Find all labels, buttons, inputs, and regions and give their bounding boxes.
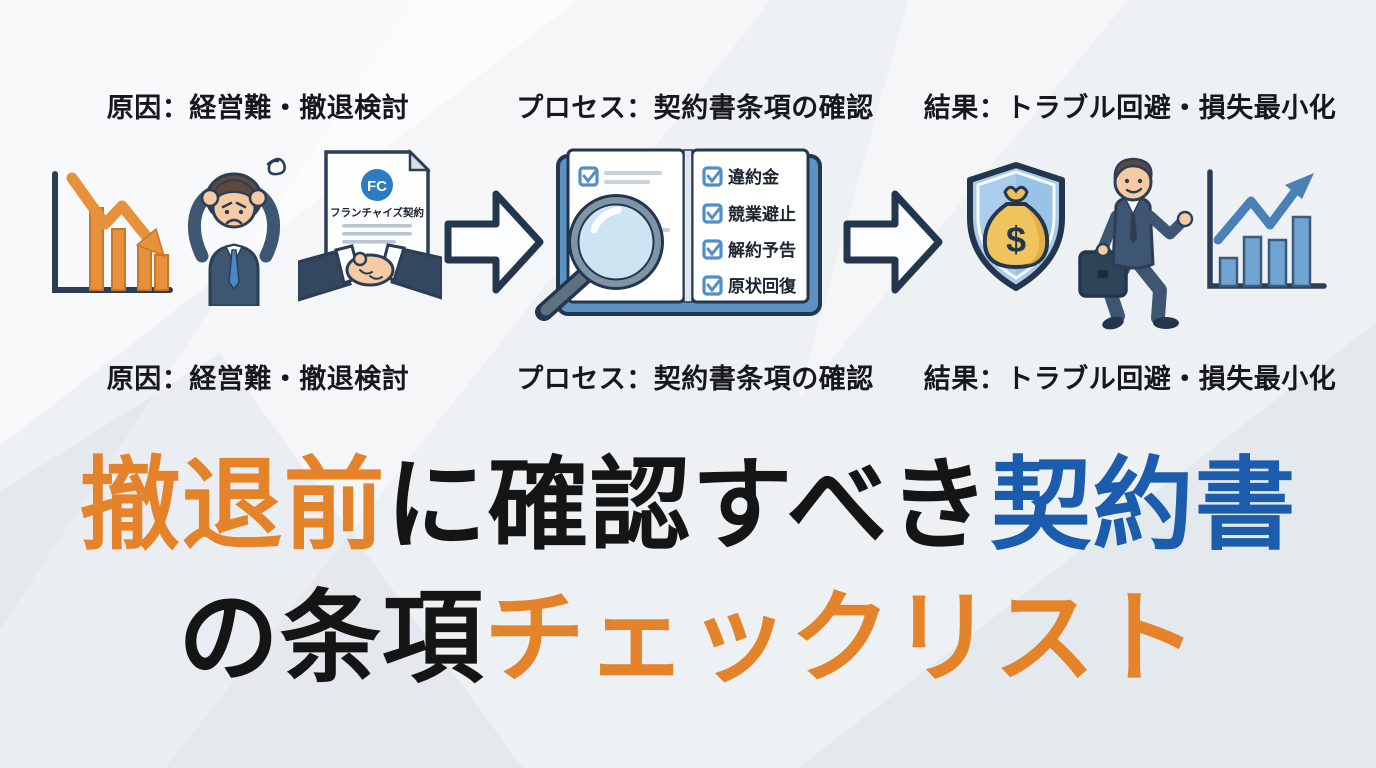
title-segment-black: に確認すべき — [385, 450, 991, 562]
checklist: 違約金 競業避止 解約予告 原状回復 — [702, 166, 797, 296]
stressed-businessman-icon — [187, 157, 286, 306]
contract-checklist-book-icon: 違約金 競業避止 解約予告 原状回復 — [535, 148, 822, 321]
declining-chart-icon — [52, 171, 173, 293]
stress-scribble-icon — [266, 157, 286, 176]
title-line-2: の条項チェックリスト — [0, 573, 1376, 706]
title-segment-orange: チェックリスト — [484, 583, 1199, 695]
stage-label-cause-top: 原因：経営難・撤退検討 — [106, 93, 410, 123]
contract-handshake-icon: FC フランチャイズ契約 — [298, 148, 442, 302]
contract-title: フランチャイズ契約 — [330, 206, 424, 219]
title-segment-black: の条項 — [177, 583, 484, 695]
dollar-sign: $ — [1006, 219, 1026, 260]
magnifier-icon — [535, 194, 664, 321]
checklist-item-label: 競業避止 — [728, 204, 796, 224]
flow-arrow-icon — [843, 190, 943, 294]
stage-label-process-top: プロセス：契約書条項の確認 — [516, 93, 874, 123]
title-segment-blue: 契約書 — [990, 450, 1297, 562]
walking-businessman-icon — [1078, 157, 1194, 330]
tie-icon — [228, 249, 240, 291]
stage-label-process-bottom: プロセス：契約書条項の確認 — [516, 364, 874, 394]
shield-money-icon: $ — [967, 162, 1065, 291]
title-line-1: 撤退前に確認すべき契約書 — [0, 440, 1376, 573]
checklist-item-label: 違約金 — [728, 167, 780, 187]
title-segment-orange: 撤退前 — [79, 450, 386, 562]
rising-chart-icon — [1207, 169, 1327, 289]
money-bag-icon: $ — [982, 185, 1050, 270]
stage-label-result-top: 結果：トラブル回避・損失最小化 — [923, 93, 1337, 123]
stage-label-result-bottom: 結果：トラブル回避・損失最小化 — [923, 364, 1337, 394]
checklist-item-label: 解約予告 — [728, 240, 796, 260]
flow-arrow-icon — [444, 190, 544, 294]
fc-badge-label: FC — [367, 178, 387, 195]
stage-label-cause-bottom: 原因：経営難・撤退検討 — [106, 364, 410, 394]
fc-badge — [361, 169, 393, 201]
checklist-item-label: 原状回復 — [728, 276, 797, 296]
main-title: 撤退前に確認すべき契約書 の条項チェックリスト — [0, 440, 1376, 706]
